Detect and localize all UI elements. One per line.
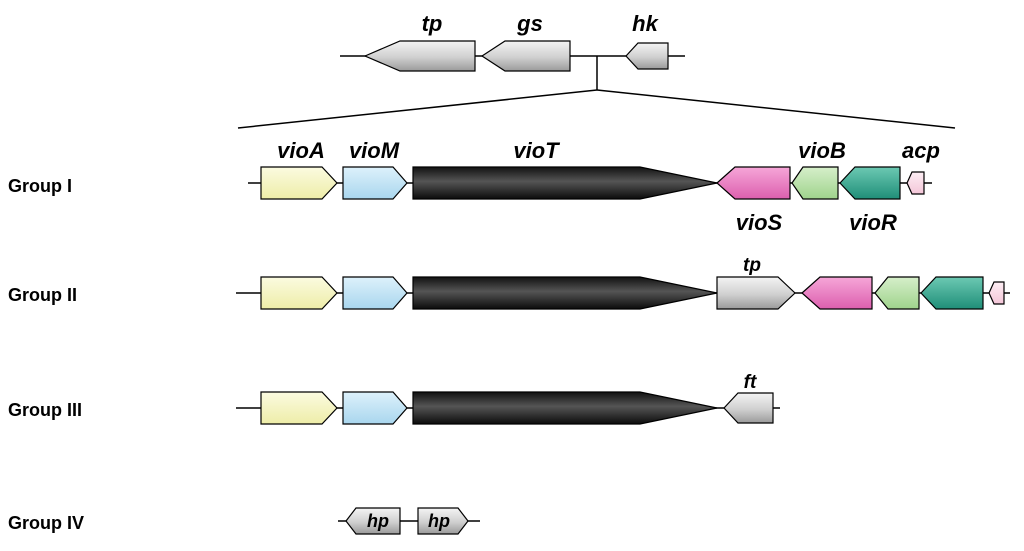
top-gene-tp (363, 40, 476, 72)
gene-label-vioR: vioR (849, 210, 897, 235)
top-cluster: tp gs hk (237, 11, 956, 129)
gene-hp-1 (345, 507, 401, 535)
gene-label-hp-2: hp (428, 511, 450, 531)
group-label-4: Group IV (8, 513, 84, 533)
expansion-line-left (237, 89, 598, 129)
group-label-3: Group III (8, 400, 82, 420)
group-4: Group IV hp hp (8, 507, 480, 535)
top-gene-label-gs: gs (516, 11, 543, 36)
gene-label-ft: ft (744, 372, 757, 393)
gene-vioS (801, 276, 873, 310)
expansion-line-right (596, 89, 956, 129)
group-3: Group III ft (8, 372, 780, 425)
gene-vioA (260, 276, 338, 310)
group-label-2: Group II (8, 285, 77, 305)
gene-label-vioA: vioA (277, 138, 325, 163)
gene-vioA (260, 166, 338, 200)
top-gene-gs (480, 40, 571, 72)
gene-label-vioS: vioS (736, 210, 783, 235)
top-gene-label-hk: hk (632, 11, 659, 36)
gene-vioA (260, 391, 338, 425)
group-1: Group I vioA vioM vioT vioS vioB vioR ac… (8, 138, 940, 235)
gene-tp (716, 276, 796, 310)
gene-vioR (920, 276, 984, 310)
gene-label-vioM: vioM (349, 138, 400, 163)
gene-acp (988, 281, 1005, 305)
gene-vioT (412, 276, 718, 310)
gene-ft (723, 392, 774, 424)
gene-vioR (839, 166, 901, 200)
group-label-1: Group I (8, 176, 72, 196)
gene-vioM (342, 391, 408, 425)
gene-vioB (791, 166, 839, 200)
gene-label-vioT: vioT (513, 138, 560, 163)
gene-vioM (342, 276, 408, 310)
gene-label-tp: tp (743, 255, 761, 276)
gene-vioT (412, 391, 718, 425)
top-gene-hk (625, 42, 669, 70)
gene-vioT (412, 166, 718, 200)
gene-vioB (874, 276, 920, 310)
gene-hp-2 (417, 507, 469, 535)
gene-label-vioB: vioB (798, 138, 846, 163)
group-2: Group II tp (8, 255, 1010, 310)
gene-label-acp: acp (902, 138, 940, 163)
gene-acp (906, 171, 925, 195)
gene-vioM (342, 166, 408, 200)
top-gene-label-tp: tp (422, 11, 443, 36)
gene-vioS (716, 166, 791, 200)
gene-label-hp-1: hp (367, 511, 389, 531)
